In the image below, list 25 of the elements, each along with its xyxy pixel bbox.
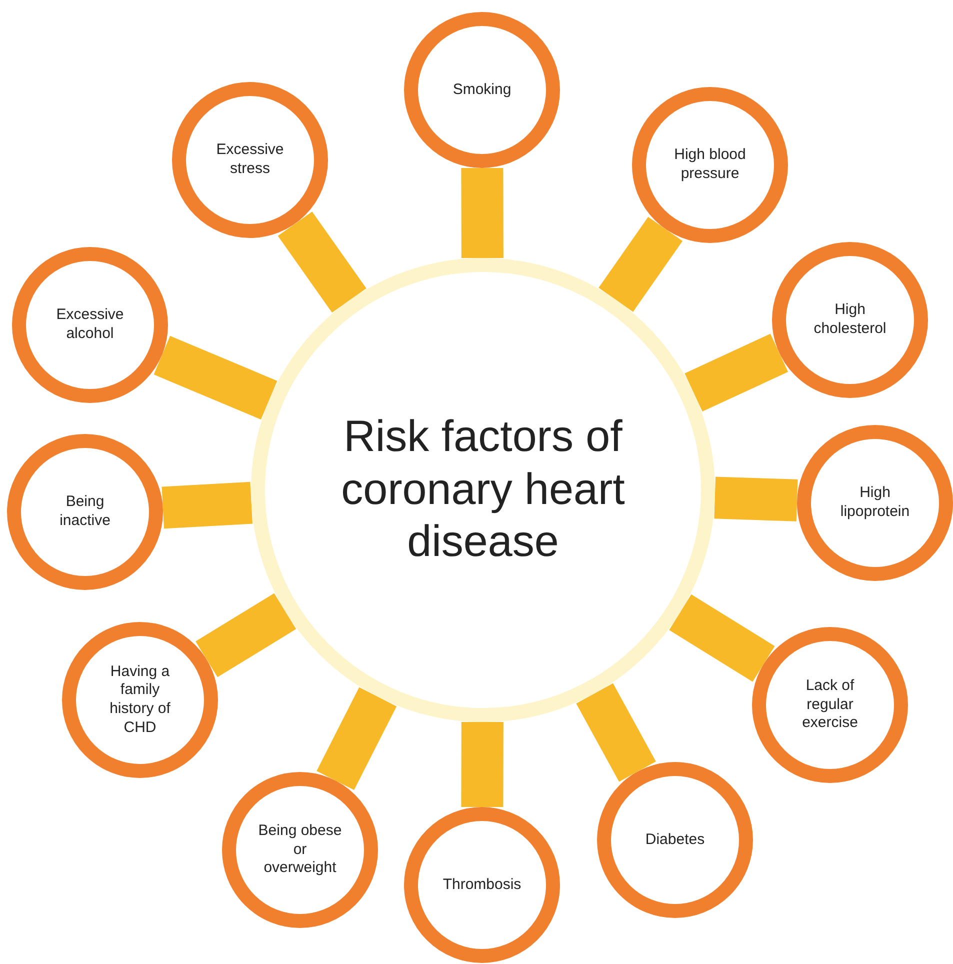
connector-band [196,593,296,678]
connector-band [316,687,397,790]
connector-band [278,212,366,313]
risk-factor-label: Excessive stress [215,141,285,179]
connector-band [162,482,252,529]
connector-band [669,594,775,682]
risk-factor-label: Lack of regular exercise [801,676,859,734]
risk-factor-label: Thrombosis [442,876,522,894]
connector-band [598,216,683,312]
connector-band [154,336,278,420]
risk-factor-label: Having a family history of CHD [108,662,172,738]
connector-band [576,683,656,782]
risk-factor-label: Being obese or overweight [257,822,343,878]
connector-band [461,168,504,258]
risk-factor-label: Smoking [452,80,512,100]
risk-factor-label: Excessive alcohol [55,306,125,344]
connector-band [714,476,798,522]
risk-factor-label: High blood pressure [673,146,747,184]
connector-band [461,722,504,808]
risk-factor-label: High cholesterol [812,301,888,339]
risk-factor-label: High lipoprotein [839,484,911,522]
risk-factor-label: Being inactive [58,493,112,531]
risk-factor-label: Diabetes [644,830,706,850]
center-label: Risk factors of coronary heart disease [340,410,626,568]
connector-band [684,334,788,412]
